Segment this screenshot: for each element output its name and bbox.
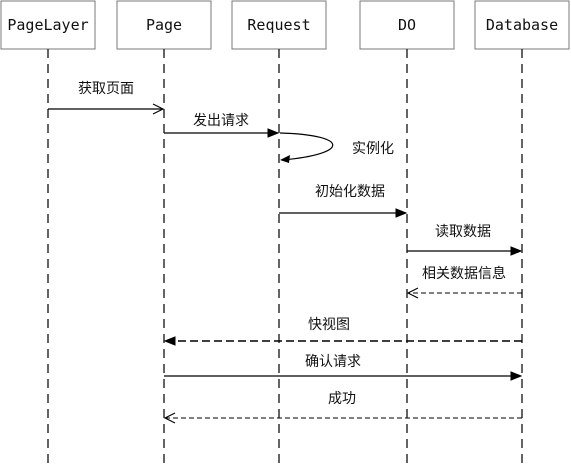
participant-label: Database (486, 16, 558, 34)
message-label: 实例化 (352, 141, 394, 157)
message-instantiate: 实例化 (279, 132, 394, 163)
participant-do: DO (359, 0, 455, 50)
message-label: 快视图 (308, 317, 350, 333)
message-success: 成功 (163, 391, 522, 424)
arrowhead (510, 371, 523, 381)
arrowhead (267, 128, 280, 138)
participant-label: PageLayer (7, 16, 88, 34)
arrowhead (510, 246, 523, 256)
message-label: 读取数据 (435, 223, 491, 240)
participant-label: Page (146, 16, 182, 34)
arrowhead (163, 336, 176, 346)
participant-label: Request (247, 16, 310, 34)
participant-box (359, 0, 455, 50)
participant-box (231, 0, 327, 50)
message-label: 成功 (328, 391, 356, 407)
message-label: 获取页面 (78, 81, 134, 97)
message-label: 相关数据信息 (422, 265, 506, 282)
message-snapshot: 快视图 (163, 317, 522, 346)
arrowhead (163, 412, 176, 424)
participant-box (116, 0, 212, 50)
arrowhead (152, 103, 165, 115)
message-label: 发出请求 (193, 113, 249, 129)
message-send-request: 发出请求 (164, 113, 280, 138)
arrowhead (280, 155, 290, 163)
arrowhead (406, 287, 419, 299)
message-label: 确认请求 (305, 354, 361, 370)
message-get-page: 获取页面 (48, 81, 165, 115)
participant-database: Database (474, 0, 570, 50)
message-read-data: 读取数据 (407, 223, 523, 256)
participant-request: Request (231, 0, 327, 50)
message-line (279, 132, 334, 161)
message-related-data: 相关数据信息 (406, 265, 522, 299)
message-confirm-request: 确认请求 (164, 354, 523, 381)
participant-pagelayer: PageLayer (0, 0, 96, 50)
participant-page: Page (116, 0, 212, 50)
arrowhead (395, 208, 408, 218)
message-label: 初始化数据 (315, 183, 385, 200)
participant-label: DO (398, 16, 416, 34)
message-init-data: 初始化数据 (279, 183, 408, 218)
participant-box (0, 0, 96, 50)
